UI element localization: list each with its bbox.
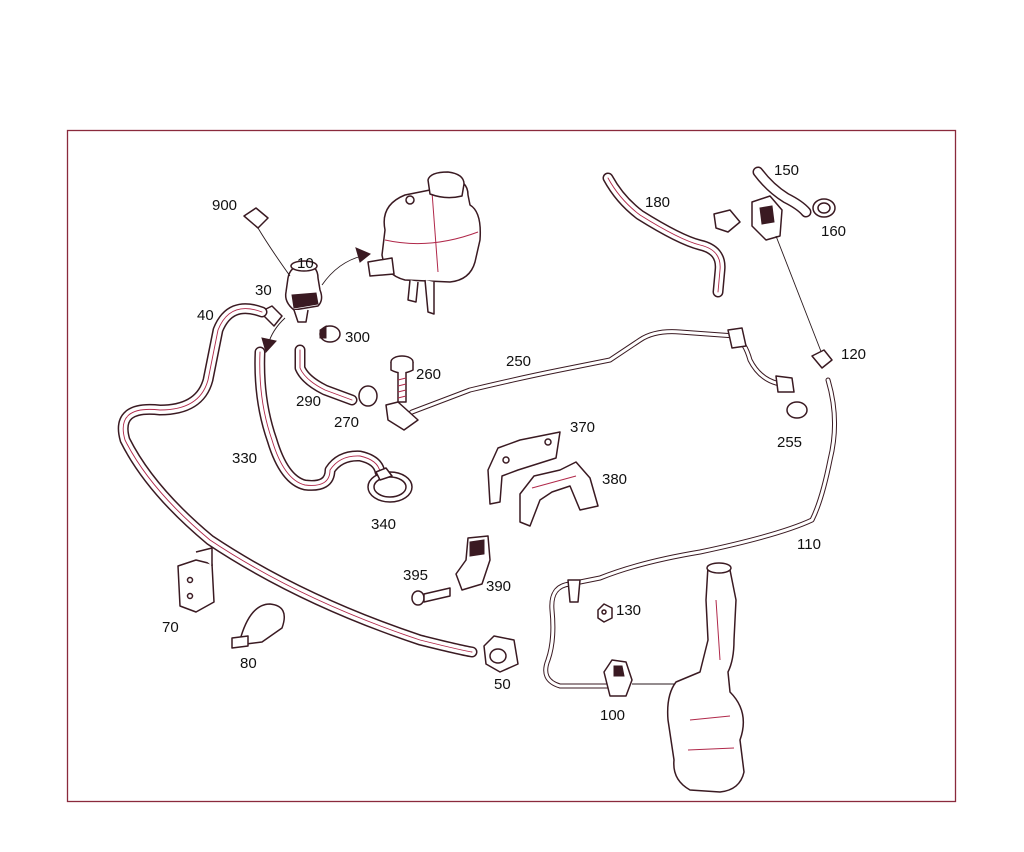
label-370: 370	[570, 419, 595, 436]
label-120: 120	[841, 346, 866, 363]
label-70: 70	[162, 619, 179, 636]
label-260: 260	[416, 366, 441, 383]
strap-380	[519, 461, 599, 527]
flow-arrowhead-hose	[261, 337, 277, 354]
bolt-130	[597, 603, 613, 623]
label-290: 290	[296, 393, 321, 410]
clip-50	[483, 635, 519, 673]
label-160: 160	[821, 223, 846, 240]
label-30: 30	[255, 282, 272, 299]
connector-900	[243, 207, 291, 277]
label-250: 250	[506, 353, 531, 370]
label-340: 340	[371, 516, 396, 533]
flow-arrowhead-tank	[355, 247, 371, 263]
label-50: 50	[494, 676, 511, 693]
hose-290	[294, 344, 358, 406]
label-130: 130	[616, 602, 641, 619]
leader-150-120	[775, 235, 823, 355]
label-270: 270	[334, 414, 359, 431]
connector-120	[811, 349, 833, 369]
valve-150	[751, 166, 812, 241]
label-40: 40	[197, 307, 214, 324]
label-900: 900	[212, 197, 237, 214]
washer-reservoir	[666, 562, 745, 793]
diagram-frame	[66, 129, 957, 803]
label-330: 330	[232, 450, 257, 467]
connector-100	[603, 659, 633, 697]
hose-330	[254, 346, 386, 491]
holder-390	[455, 535, 491, 591]
bolt-260	[390, 355, 414, 403]
label-110: 110	[797, 536, 821, 553]
clamp-255	[786, 401, 808, 419]
label-390: 390	[486, 578, 511, 595]
label-80: 80	[240, 655, 257, 672]
label-10: 10	[297, 255, 314, 272]
hose-40	[117, 303, 478, 658]
bracket-370	[487, 431, 561, 505]
label-380: 380	[602, 471, 627, 488]
label-300: 300	[345, 329, 370, 346]
clamp-270	[358, 385, 378, 407]
clamp-160	[812, 198, 836, 218]
cable-tie-80	[231, 603, 285, 649]
expansion-tank	[367, 171, 482, 315]
flow-arrow-tank	[321, 255, 363, 286]
label-255: 255	[777, 434, 802, 451]
pipe-110	[543, 377, 837, 689]
screw-395	[411, 587, 451, 606]
part-labels: 900 10 30 40 300 260 250 290 270 330 340…	[162, 162, 866, 724]
clamp-340	[367, 467, 413, 503]
label-180: 180	[645, 194, 670, 211]
auxiliary-pump	[284, 260, 323, 323]
label-100: 100	[600, 707, 625, 724]
bracket-70	[177, 547, 215, 613]
hose-180	[602, 172, 741, 298]
label-150: 150	[774, 162, 799, 179]
clamp-300	[319, 325, 341, 343]
pipe-250	[385, 327, 795, 431]
label-395: 395	[403, 567, 428, 584]
